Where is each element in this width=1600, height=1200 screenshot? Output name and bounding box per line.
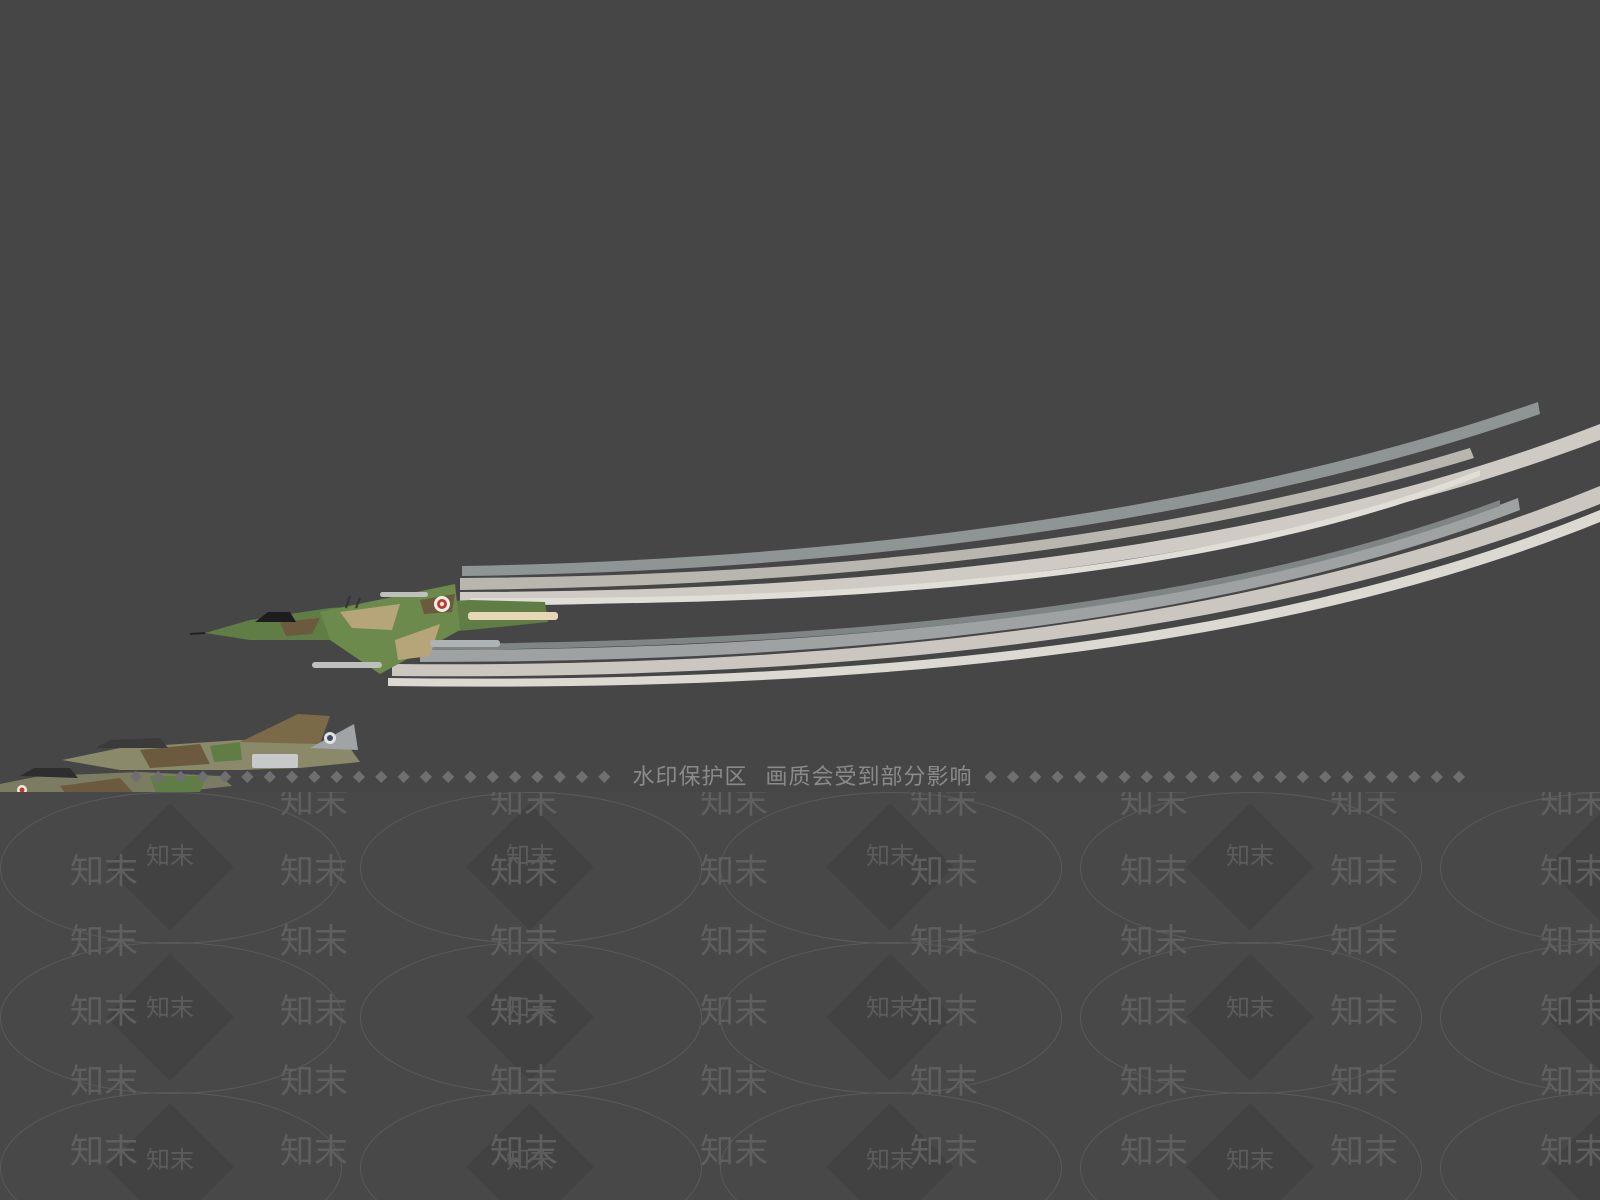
watermark-tile: 知末 <box>280 792 348 822</box>
watermark-tile: 知末 <box>910 992 978 1032</box>
watermark-tile-small: 知末 <box>146 842 194 870</box>
watermark-tile: 知末 <box>1330 992 1398 1032</box>
watermark-tile: 知末 <box>70 922 138 962</box>
watermark-tile-small: 知末 <box>146 994 194 1022</box>
watermark-tile: 知末 <box>490 852 558 892</box>
watermark-tile-small: 知末 <box>1226 1146 1274 1174</box>
watermark-tile-small: 知末 <box>506 842 554 870</box>
watermark-tile: 知末 <box>490 992 558 1032</box>
watermark-tile: 知末 <box>1330 922 1398 962</box>
diamond-dots-right: ◆◆◆◆◆◆◆◆◆◆◆◆◆◆◆◆◆◆◆◆◆◆ <box>984 765 1476 785</box>
watermark-tile: 知末 <box>700 1132 768 1172</box>
watermark-tile: 知末 <box>70 992 138 1032</box>
watermark-tile: 知末 <box>1540 922 1600 962</box>
watermark-tile-small: 知末 <box>866 1146 914 1174</box>
watermark-tile: 知末 <box>70 1062 138 1102</box>
watermark-tile: 知末 <box>910 922 978 962</box>
watermark-tile: 知末 <box>1330 1062 1398 1102</box>
watermark-tile: 知末 <box>1120 852 1188 892</box>
watermark-tile-small: 知末 <box>506 1146 554 1174</box>
contrail-lower <box>388 486 1600 687</box>
watermark-tile: 知末 <box>1120 1062 1188 1102</box>
watermark-tile: 知末 <box>700 852 768 892</box>
watermark-zone: 知末知末知末知末知末知末知末知末知末知末知末知末知末知末知末知末知末知末知末知末… <box>0 792 1600 1200</box>
watermark-tile: 知末 <box>490 792 558 822</box>
watermark-tile: 知末 <box>700 992 768 1032</box>
watermark-tile: 知末 <box>1540 852 1600 892</box>
watermark-tile: 知末 <box>1330 852 1398 892</box>
watermark-tile-small: 知末 <box>1226 842 1274 870</box>
watermark-tile: 知末 <box>1120 792 1188 822</box>
watermark-tile-small: 知末 <box>866 842 914 870</box>
watermark-protect-label: 水印保护区 <box>632 765 748 790</box>
watermark-tile: 知末 <box>910 852 978 892</box>
watermark-tile: 知末 <box>70 852 138 892</box>
watermark-tile: 知末 <box>490 922 558 962</box>
watermark-tile: 知末 <box>280 922 348 962</box>
watermark-tile: 知末 <box>1540 1132 1600 1172</box>
watermark-tile: 知末 <box>280 1132 348 1172</box>
watermark-tile: 知末 <box>1120 1132 1188 1172</box>
watermark-tile-small: 知末 <box>1226 994 1274 1022</box>
watermark-tile: 知末 <box>1120 992 1188 1032</box>
watermark-tile: 知末 <box>1540 792 1600 822</box>
watermark-tile: 知末 <box>490 1132 558 1172</box>
contrail-upper <box>460 402 1600 606</box>
watermark-tile: 知末 <box>700 792 768 822</box>
watermark-tile: 知末 <box>280 1062 348 1102</box>
watermark-tile: 知末 <box>910 1062 978 1102</box>
watermark-banner: ◆◆◆◆◆◆◆◆◆◆◆◆◆◆◆◆◆◆◆◆◆◆ 水印保护区 画质会受到部分影响 ◆… <box>0 758 1600 792</box>
watermark-tile: 知末 <box>280 992 348 1032</box>
watermark-tile: 知末 <box>1330 792 1398 822</box>
watermark-tile-small: 知末 <box>506 994 554 1022</box>
watermark-tile: 知末 <box>910 1132 978 1172</box>
watermark-tile: 知末 <box>70 1132 138 1172</box>
watermark-tile: 知末 <box>1120 922 1188 962</box>
watermark-tile: 知末 <box>910 792 978 822</box>
fighter-jet-rear <box>62 714 360 770</box>
watermark-tile: 知末 <box>700 1062 768 1102</box>
watermark-banner-text: 水印保护区 画质会受到部分影响 <box>632 759 972 791</box>
watermark-tile: 知末 <box>1330 1132 1398 1172</box>
diamond-dots-left: ◆◆◆◆◆◆◆◆◆◆◆◆◆◆◆◆◆◆◆◆◆◆ <box>129 765 621 785</box>
watermark-tile: 知末 <box>490 1062 558 1102</box>
watermark-tile-small: 知末 <box>146 1146 194 1174</box>
fighter-jet-main <box>189 584 558 674</box>
watermark-tile: 知末 <box>1540 1062 1600 1102</box>
watermark-tile: 知末 <box>700 922 768 962</box>
watermark-tile-small: 知末 <box>866 994 914 1022</box>
watermark-tile: 知末 <box>280 852 348 892</box>
watermark-tile: 知末 <box>1540 992 1600 1032</box>
watermark-quality-label: 画质会受到部分影响 <box>765 765 973 790</box>
